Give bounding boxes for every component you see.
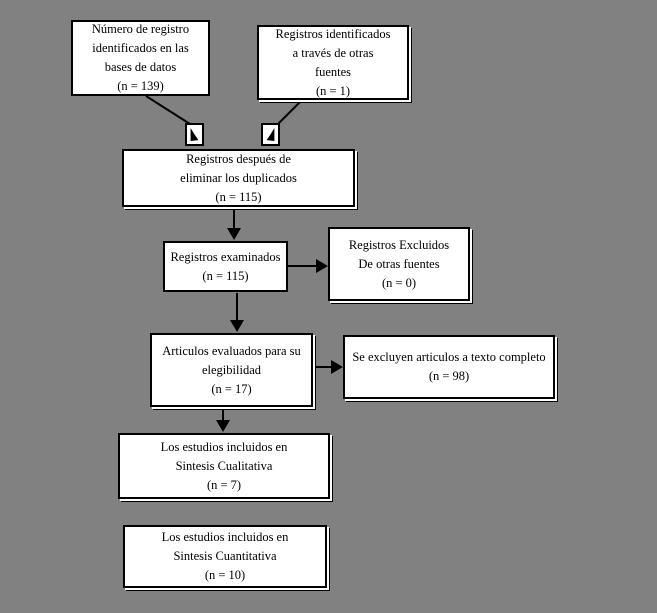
arrowhead-screened-to-eligibility-icon bbox=[230, 320, 244, 332]
flow-box-fulltext-excluded: Se excluyen articulos a texto completo (… bbox=[343, 335, 555, 399]
box-text-line: Los estudios incluidos en bbox=[161, 530, 289, 544]
arrowhead-screened-to-excluded-icon bbox=[316, 259, 328, 273]
arrowhead-eligibility-to-qualitative-icon bbox=[216, 420, 230, 432]
box-text-line: bases de datos bbox=[104, 60, 177, 74]
box-text-line: (n = 17) bbox=[211, 381, 252, 396]
box-text-line: Se excluyen articulos a texto completo bbox=[352, 350, 546, 364]
box-text-line: (n = 115) bbox=[202, 268, 249, 283]
flow-box-qualitative-synthesis: Los estudios incluidos en Sintesis Cuali… bbox=[118, 433, 330, 499]
box-text-line: (n = 1) bbox=[315, 83, 351, 98]
connector-identified-db-to-dedup bbox=[145, 95, 191, 125]
box-text-line: Registros después de bbox=[186, 151, 291, 166]
arrowhead-marker-left-icon bbox=[185, 123, 204, 146]
box-text-line: eliminar los duplicados bbox=[180, 170, 297, 185]
box-text-line: identificados en las bbox=[92, 41, 189, 55]
box-text-line: De otras fuentes bbox=[358, 256, 440, 271]
flow-box-quantitative-synthesis: Los estudios incluidos en Sintesis Cuant… bbox=[123, 525, 327, 588]
box-text-line: (n = 10) bbox=[204, 568, 246, 582]
flow-box-articles-assessed-eligibility: Articulos evaluados para su elegibilidad… bbox=[150, 333, 313, 407]
box-text-line: Registros Excluidos bbox=[348, 237, 450, 252]
box-text-line: a través de otras bbox=[292, 45, 374, 60]
arrowhead-eligibility-to-excluded-icon bbox=[331, 360, 343, 374]
arrowhead-marker-right-icon bbox=[261, 123, 280, 146]
arrowhead-right-glyph bbox=[266, 128, 275, 141]
flow-box-records-screened: Registros examinados (n = 115) bbox=[163, 241, 288, 292]
box-text-line: Registros identificados bbox=[275, 26, 391, 41]
box-text-line: Número de registro bbox=[91, 22, 190, 36]
arrowhead-dedup-to-screened-icon bbox=[227, 228, 241, 240]
box-text-line: (n = 0) bbox=[381, 275, 417, 290]
box-text-line: Articulos evaluados para su bbox=[162, 343, 301, 358]
flow-box-identified-databases: Número de registro identificados en las … bbox=[71, 20, 210, 96]
box-text-line: Sintesis Cuantitativa bbox=[173, 549, 277, 563]
box-text-line: Los estudios incluidos en bbox=[160, 439, 288, 454]
box-text-line: (n = 7) bbox=[206, 477, 242, 492]
box-text-line: (n = 139) bbox=[117, 79, 164, 93]
box-text-line: Registros examinados bbox=[170, 249, 281, 264]
box-text-line: elegibilidad bbox=[201, 362, 261, 377]
box-text-line: fuentes bbox=[314, 64, 352, 79]
flow-box-identified-other-sources: Registros identificados a través de otra… bbox=[257, 25, 409, 100]
box-text-line: (n = 115) bbox=[215, 189, 262, 204]
box-text-line: Sintesis Cualitativa bbox=[175, 458, 273, 473]
box-text-line: (n = 98) bbox=[428, 369, 470, 383]
flow-box-records-excluded: Registros Excluidos De otras fuentes (n … bbox=[328, 227, 470, 301]
flow-box-after-duplicates-removed: Registros después de eliminar los duplic… bbox=[122, 149, 355, 207]
arrowhead-left-glyph bbox=[190, 128, 199, 141]
